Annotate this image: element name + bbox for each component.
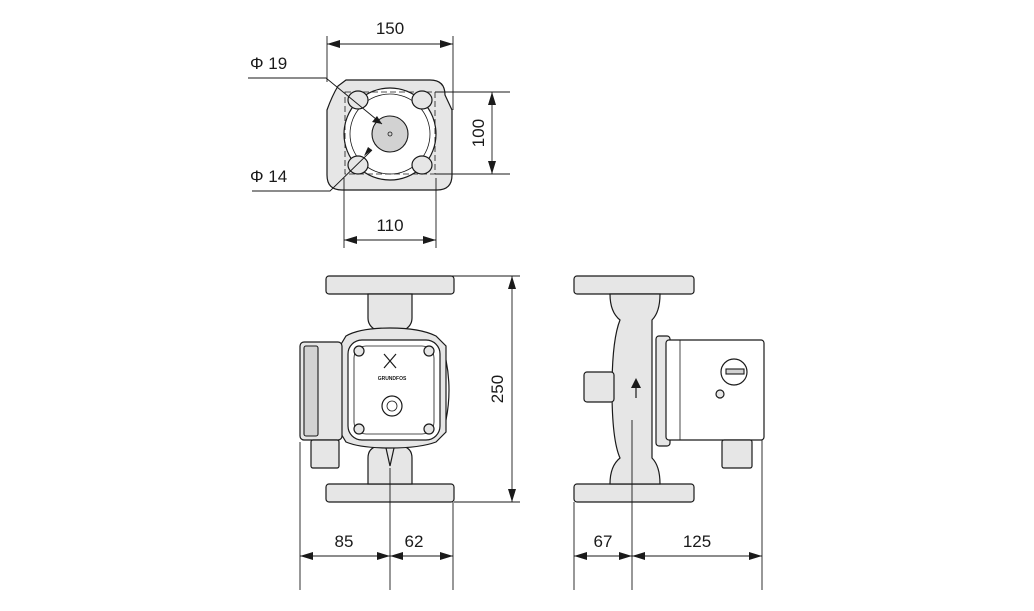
side-view-pump <box>573 275 765 503</box>
dimension-vertical-100 <box>435 91 510 175</box>
dim-label-250: 250 <box>488 375 507 403</box>
dimension-front-bottom <box>299 442 454 590</box>
dimension-horizontal-110 <box>343 178 437 248</box>
dim-label-diameter-14: Φ 14 <box>250 167 287 186</box>
dim-label-diameter-19: Φ 19 <box>250 54 287 73</box>
dim-label-150: 150 <box>376 19 404 38</box>
dim-label-85: 85 <box>335 532 354 551</box>
front-view-pump: GRUNDFOS <box>299 275 455 503</box>
dimension-top-width <box>326 36 454 110</box>
dim-label-100: 100 <box>469 119 488 147</box>
dim-label-62: 62 <box>405 532 424 551</box>
brand-logo: GRUNDFOS <box>378 376 407 382</box>
dim-label-110: 110 <box>376 216 403 235</box>
top-view-flange <box>248 77 453 192</box>
dimension-side-bottom <box>573 420 763 590</box>
dim-label-67: 67 <box>594 532 613 551</box>
dim-label-125: 125 <box>683 532 711 551</box>
dimension-front-height-250 <box>436 275 520 503</box>
